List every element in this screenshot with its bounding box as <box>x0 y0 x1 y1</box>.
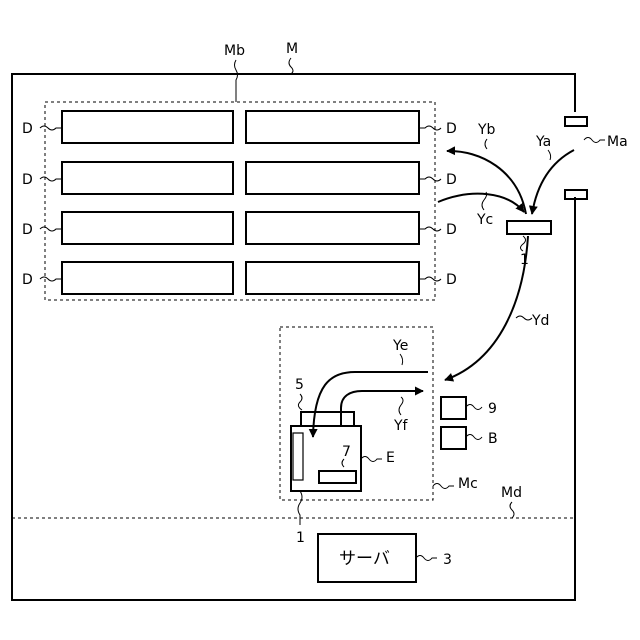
facility-outline <box>12 74 575 600</box>
shelf-label-left-4: D <box>22 272 33 288</box>
shelf-leader-left-4 <box>40 277 62 281</box>
arrow-yf-label: Yf <box>393 418 409 434</box>
arrow-ya-leader <box>548 150 551 160</box>
shelf-left-3 <box>62 212 233 244</box>
facility-label: M <box>286 41 298 57</box>
station-ref-leader <box>361 457 382 462</box>
arrow-yb-leader <box>485 139 487 149</box>
lower-area-label: Md <box>501 485 522 501</box>
arrow-ye <box>313 372 428 437</box>
transfer-ref-leader <box>298 394 302 410</box>
station-side-vehicle <box>293 433 303 480</box>
shelf-leader-right-4 <box>419 277 441 281</box>
shelf-leader-left-2 <box>40 177 62 181</box>
shelves <box>62 111 419 294</box>
work-area-leader <box>433 484 454 489</box>
shelf-left-2 <box>62 162 233 194</box>
shelf-leader-left-3 <box>40 227 62 231</box>
lower-vehicle-ref-leader <box>298 491 302 525</box>
station-ref-label: E <box>386 450 395 466</box>
shelf-right-4 <box>246 262 419 294</box>
entrance-gate-top <box>565 117 587 126</box>
shelf-label-right-1: D <box>446 121 457 137</box>
shelf-right-2 <box>246 162 419 194</box>
box-9 <box>441 397 466 419</box>
lower-area-leader <box>510 502 514 518</box>
arrow-yc-label: Yc <box>476 212 493 228</box>
arrow-ye-leader <box>400 354 403 365</box>
arrow-yd-label: Yd <box>531 313 549 329</box>
lower-vehicle-ref-label: 1 <box>296 530 305 546</box>
shelf-leader-left-1 <box>40 126 62 130</box>
transfer-unit <box>301 412 354 426</box>
arrow-yd <box>445 236 528 380</box>
shelf-label-right-3: D <box>446 222 457 238</box>
arrow-yb-label: Yb <box>477 122 496 138</box>
server-ref-leader <box>416 556 437 561</box>
shelf-right-1 <box>246 111 419 143</box>
shelf-label-left-3: D <box>22 222 33 238</box>
shelf-left-1 <box>62 111 233 143</box>
arrow-yc <box>438 194 524 212</box>
part-ref-label: 7 <box>342 444 351 460</box>
storage-area-leader <box>235 60 238 102</box>
box-b <box>441 427 466 449</box>
shelf-label-left-2: D <box>22 172 33 188</box>
shelf-label-right-4: D <box>446 272 457 288</box>
part-ref-leader <box>342 459 344 467</box>
arrow-ya-label: Ya <box>535 134 551 150</box>
shelf-label-right-2: D <box>446 172 457 188</box>
server-ref-label: 3 <box>443 552 452 568</box>
entrance-label: Ma <box>607 134 628 150</box>
shelf-leader-right-3 <box>419 227 441 231</box>
arrow-yd-leader <box>516 316 532 320</box>
shelf-right-3 <box>246 212 419 244</box>
storage-area-label: Mb <box>224 43 245 59</box>
shelf-label-left-1: D <box>22 121 33 137</box>
transport-vehicle <box>507 221 551 234</box>
work-area-label: Mc <box>458 476 478 492</box>
arrow-yb <box>447 151 526 214</box>
shelf-leader-right-1 <box>419 126 441 130</box>
station-part <box>319 471 356 483</box>
facility-leader <box>289 58 293 74</box>
server-label: サーバ <box>339 549 390 569</box>
arrow-ye-label: Ye <box>392 338 408 354</box>
box-9-leader <box>466 405 482 410</box>
box-9-label: 9 <box>488 401 497 417</box>
box-b-label: B <box>488 431 498 447</box>
shelf-left-4 <box>62 262 233 294</box>
storage-area-boundary <box>45 102 435 300</box>
vehicle-ref-leader <box>521 236 526 251</box>
box-b-leader <box>466 435 482 440</box>
arrow-yf-leader <box>399 397 403 415</box>
shelf-leader-right-2 <box>419 177 441 181</box>
arrow-ya <box>532 150 574 214</box>
entrance-leader <box>584 138 605 143</box>
transfer-ref-label: 5 <box>295 377 304 393</box>
